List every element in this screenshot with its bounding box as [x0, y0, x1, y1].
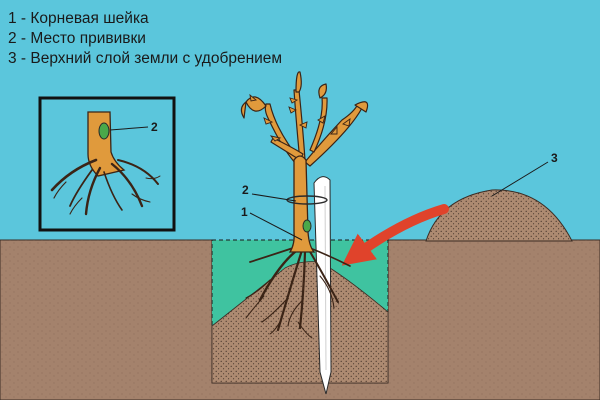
legend-item-graft-site: 2 - Место прививки — [8, 30, 146, 47]
leader-line-graft — [251, 193, 297, 202]
legend: 1 - Корневая шейка 2 - Место прививки 3 … — [8, 9, 282, 69]
inset-graft-mark — [98, 122, 110, 140]
inset-label-graft: 2 — [151, 120, 158, 134]
ground-texture — [0, 240, 600, 400]
leader-line-collar — [249, 212, 303, 241]
label-graft-site: 2 — [242, 183, 249, 197]
label-topsoil-pile: 3 — [551, 151, 558, 165]
leader-line-topsoil — [491, 161, 549, 197]
label-root-collar: 1 — [241, 205, 248, 219]
graft-detail-inset: 2 — [38, 96, 176, 232]
legend-item-root-collar: 1 - Корневая шейка — [8, 10, 149, 27]
seedling-buds — [249, 93, 351, 142]
inset-roots — [50, 158, 161, 216]
legend-item-topsoil: 3 - Верхний слой земли с удобрением — [8, 50, 283, 67]
graft-site-mark — [302, 219, 312, 233]
fill-direction-arrow — [341, 204, 449, 266]
topsoil-pile-texture — [426, 189, 572, 241]
seedling-crown — [240, 71, 369, 167]
seedling-roots — [245, 245, 351, 339]
inset-leader-line — [109, 126, 149, 131]
support-stake — [313, 176, 332, 395]
